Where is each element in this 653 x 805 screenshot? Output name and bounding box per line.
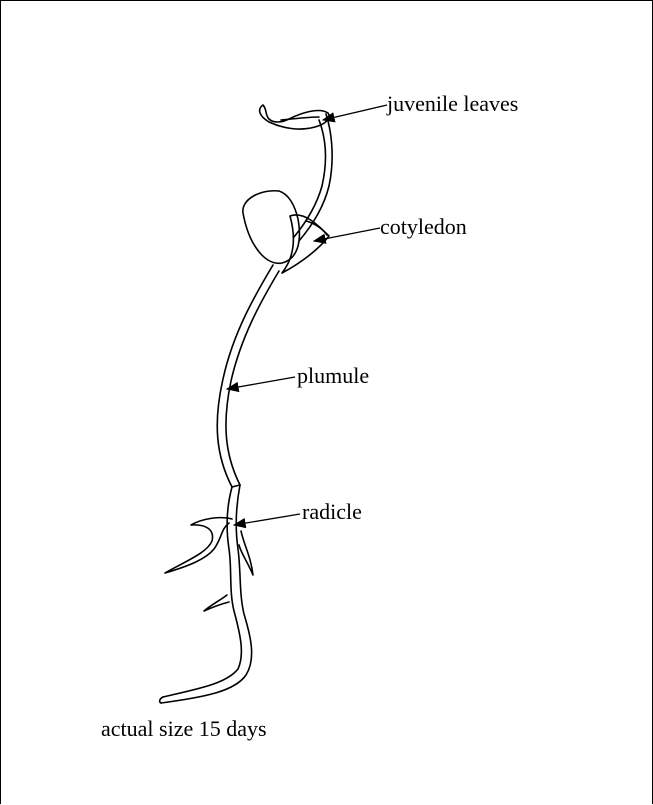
cotyledon-shape <box>243 191 300 264</box>
label-radicle: radicle <box>302 501 362 523</box>
leader-lines <box>227 105 387 525</box>
juvenile-leaf-inner <box>281 117 319 120</box>
label-plumule: plumule <box>297 365 369 387</box>
label-cotyledon: cotyledon <box>380 216 467 238</box>
cotyledon-lobe <box>282 215 329 273</box>
plumule-pointer <box>227 377 295 389</box>
label-juvenile-leaves: juvenile leaves <box>387 93 518 115</box>
figure-caption: actual size 15 days <box>101 718 267 740</box>
plumule-stem <box>217 265 279 487</box>
juvenile-leaves-pointer <box>323 105 387 120</box>
lateral-root-small <box>204 595 229 611</box>
radicle-pointer <box>234 514 300 525</box>
stem-node <box>232 485 240 487</box>
seedling <box>160 105 332 703</box>
lateral-root-left <box>165 518 232 573</box>
radicle-main <box>161 485 252 703</box>
lateral-root-right <box>239 531 253 575</box>
